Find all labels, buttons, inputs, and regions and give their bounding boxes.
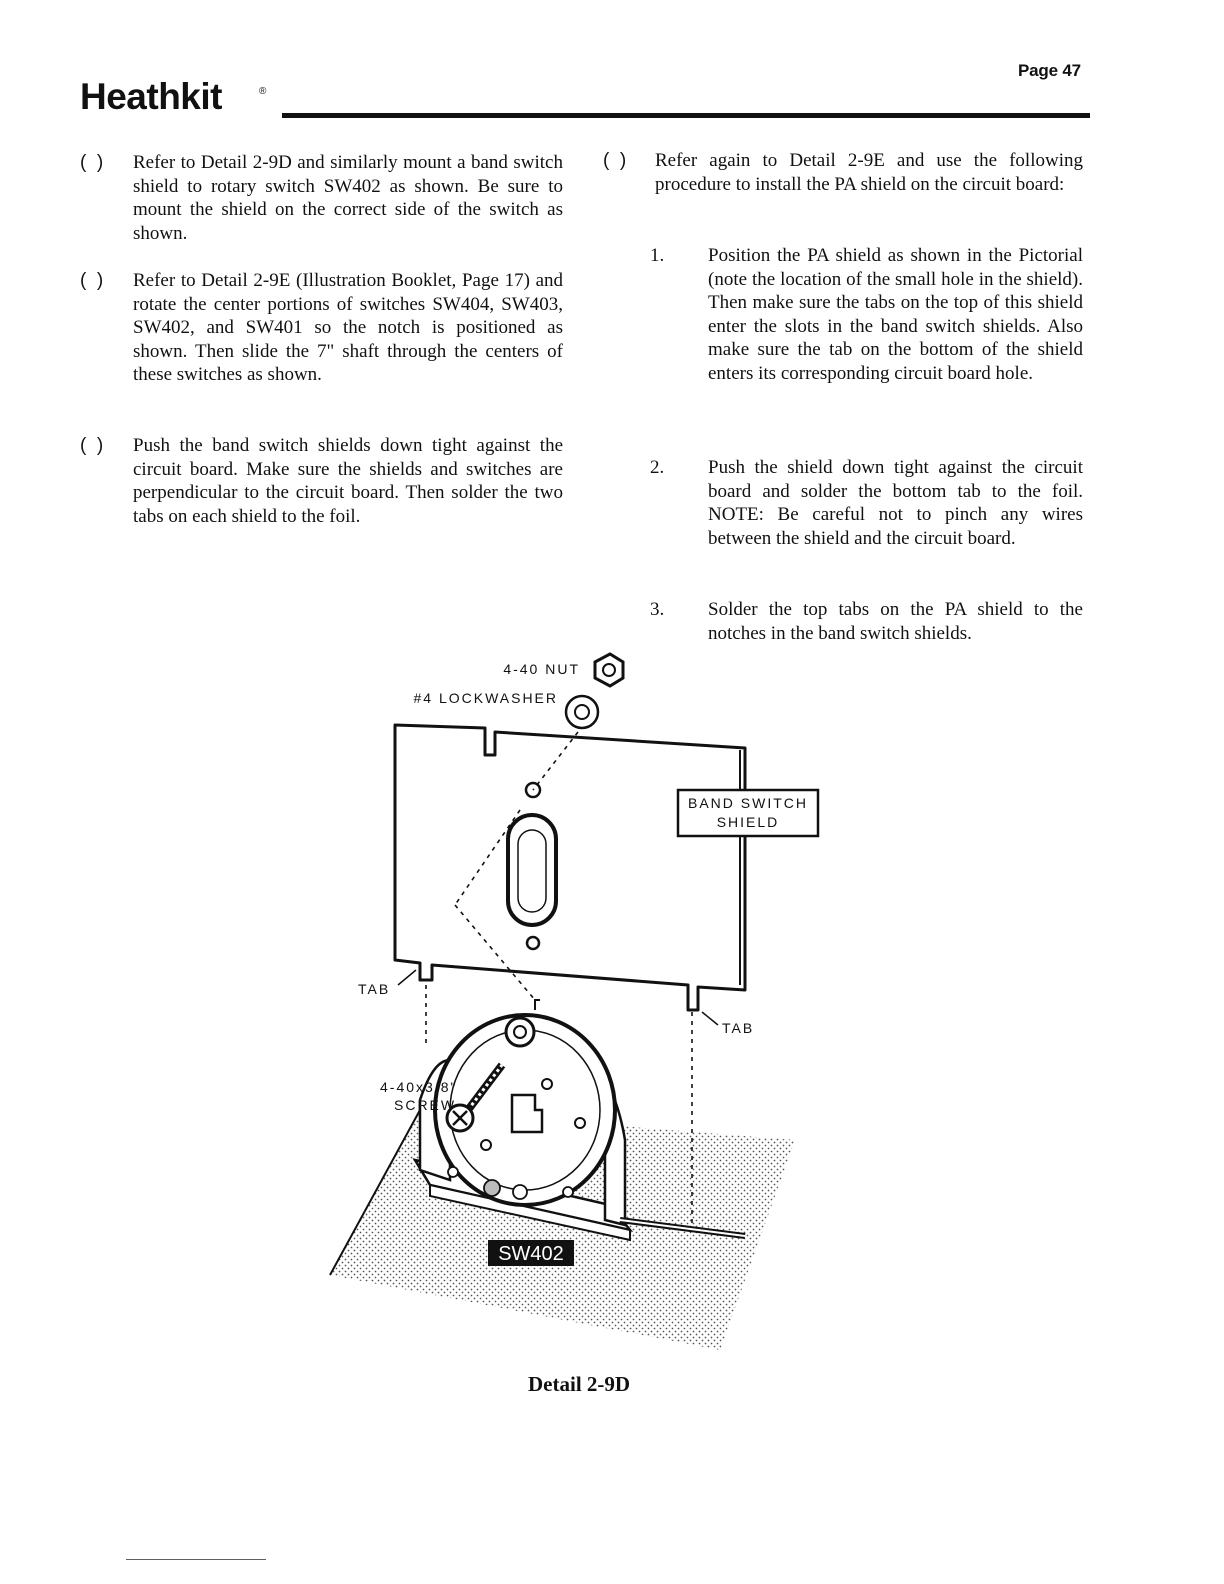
shield-label-line2: SHIELD (717, 814, 780, 830)
step-text: Refer again to Detail 2-9E and use the f… (655, 150, 1083, 195)
substep-text: Push the shield down tight against the c… (708, 457, 1083, 549)
substep-text: Solder the top tabs on the PA shield to … (708, 599, 1083, 644)
nut-icon (593, 652, 625, 688)
step-text: Push the band switch shields down tight … (133, 435, 563, 527)
substep-number: 2. (650, 457, 665, 478)
header-rule (282, 113, 1090, 118)
footer-rule (126, 1559, 266, 1560)
tab-label-left: TAB (358, 981, 390, 997)
screw-label-line2: SCREW (394, 1097, 456, 1113)
step-checkbox[interactable]: ( ) (603, 150, 627, 171)
band-switch-shield (393, 723, 747, 1012)
screw-label-line1: 4-40x3/8" (380, 1079, 457, 1095)
step-text: Refer to Detail 2-9E (Illustration Bookl… (133, 270, 563, 385)
registered-mark: ® (259, 86, 267, 97)
screw-icon (445, 1062, 506, 1133)
shield-label-line1: BAND SWITCH (688, 795, 808, 811)
brand-logo: Heathkit (80, 76, 222, 117)
step-checkbox[interactable]: ( ) (80, 270, 104, 291)
figure-caption: Detail 2-9D (528, 1372, 631, 1396)
rotary-switch-sw402 (412, 1013, 746, 1242)
detail-2-9d-figure: BAND SWITCH SHIELD 4-40 NUT #4 LOCKWASHE… (320, 640, 820, 1360)
step-checkbox[interactable]: ( ) (80, 435, 104, 456)
page-number: Page 47 (1018, 61, 1081, 80)
substep-number: 1. (650, 245, 665, 266)
lockwasher-label: #4 LOCKWASHER (413, 690, 558, 706)
substep-number: 3. (650, 599, 665, 620)
step-text: Refer to Detail 2-9D and similarly mount… (133, 152, 563, 244)
substep-text: Position the PA shield as shown in the P… (708, 245, 1083, 384)
step-checkbox[interactable]: ( ) (80, 152, 104, 173)
tab-label-right: TAB (722, 1020, 754, 1036)
sw402-label-box (488, 1240, 574, 1266)
nut-label: 4-40 NUT (503, 661, 580, 677)
lockwasher-icon (564, 694, 600, 730)
shield-callout-box (676, 788, 820, 838)
sw402-label: SW402 (498, 1243, 564, 1265)
